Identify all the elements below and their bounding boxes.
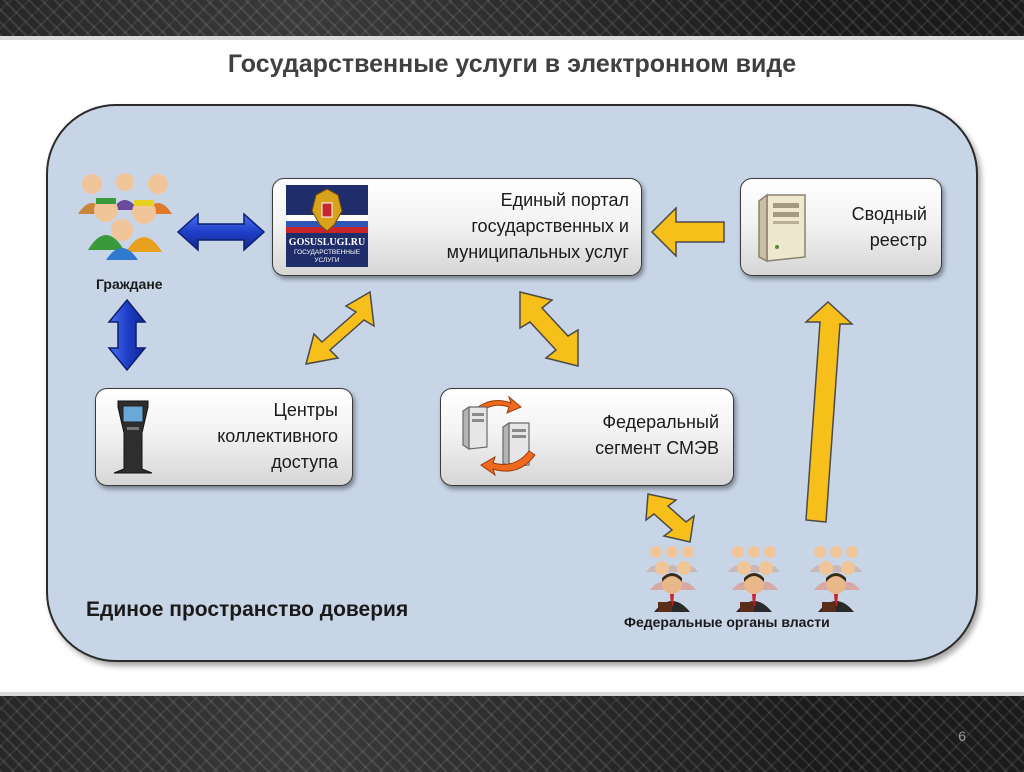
centers-box[interactable]: Центры коллективного доступа (95, 388, 353, 486)
people-group-icon (78, 173, 172, 260)
kiosk-terminal-icon (113, 400, 153, 474)
server-sync-icon (462, 395, 536, 477)
logo-subtext-2: УСЛУГИ (314, 257, 340, 264)
arrow-federal-authorities (645, 493, 696, 543)
centers-label-line: доступа (271, 452, 338, 472)
portal-label: Единый портал государственных и муниципа… (447, 187, 629, 265)
arrow-registry-portal (650, 206, 725, 258)
centers-label-line: коллективного (217, 426, 338, 446)
federal-segment-label: Федеральный сегмент СМЭВ (595, 409, 719, 461)
federal-segment-box[interactable]: Федеральный сегмент СМЭВ (440, 388, 734, 486)
arrow-portal-centers (304, 290, 375, 365)
federal-authorities-label: Федеральные органы власти (624, 614, 830, 630)
federal-segment-label-line: сегмент СМЭВ (595, 438, 719, 458)
logo-subtext-1: ГОСУДАРСТВЕННЫЕ (294, 249, 361, 256)
portal-box[interactable]: GOSUSLUGI.RU ГОСУДАРСТВЕННЫЕ УСЛУГИ Един… (272, 178, 642, 276)
coat-of-arms-logo: GOSUSLUGI.RU ГОСУДАРСТВЕННЫЕ УСЛУГИ (286, 185, 368, 267)
portal-label-line: муниципальных услуг (446, 242, 629, 262)
federal-segment-label-line: Федеральный (602, 412, 719, 432)
logo-text: GOSUSLUGI.RU (289, 237, 365, 248)
trust-space-label: Единое пространство доверия (86, 598, 409, 621)
arrow-portal-federal (519, 291, 579, 367)
registry-label-line: Сводный (851, 204, 927, 224)
arrow-authorities-registry (804, 300, 854, 523)
portal-label-line: Единый портал (500, 190, 629, 210)
registry-label: Сводный реестр (852, 201, 927, 253)
server-icon (758, 193, 806, 263)
registry-label-line: реестр (869, 230, 927, 250)
registry-box[interactable]: Сводный реестр (740, 178, 942, 276)
arrow-citizens-portal (176, 212, 266, 252)
portal-label-line: государственных и (471, 216, 629, 236)
page-title: Государственные услуги в электронном вид… (227, 50, 797, 78)
officials-group-icon (646, 546, 862, 612)
citizens-label: Граждане (96, 276, 163, 292)
centers-label-line: Центры (273, 400, 338, 420)
bottom-decorative-band: 6 (0, 692, 1024, 772)
top-decorative-band (0, 0, 1024, 40)
centers-label: Центры коллективного доступа (217, 397, 338, 475)
page-number: 6 (958, 728, 966, 744)
arrow-citizens-centers (107, 298, 147, 372)
